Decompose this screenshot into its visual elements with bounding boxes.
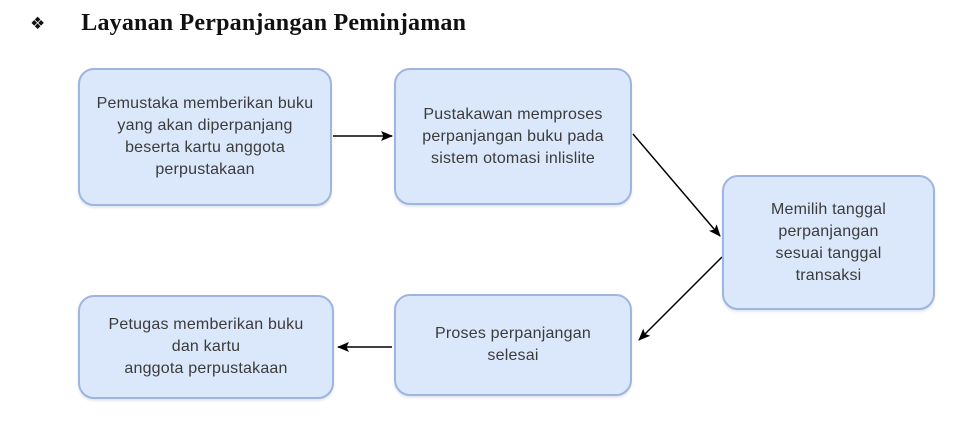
node-text-line: beserta kartu anggota [125, 139, 285, 156]
arrow-step2-to-step3 [632, 133, 721, 237]
flow-node-step-1: Pemustaka memberikan buku yang akan dipe… [78, 68, 332, 206]
node-text-line: Pemustaka memberikan buku [96, 95, 314, 112]
node-text: Memilih tanggal perpanjangan sesuai tang… [724, 199, 933, 287]
diamond-bullet-icon: ❖ [30, 14, 46, 34]
node-text-line: Memilih tanggal [770, 200, 887, 218]
node-text: Pemustaka memberikan buku yang akan dipe… [80, 93, 330, 181]
arrow-step3-to-step4 [638, 256, 723, 341]
flow-node-step-4: Proses perpanjangan selesai [394, 294, 632, 396]
node-text-line: perpanjangan buku pada [422, 127, 604, 145]
node-text: Pustakawan memproses perpanjangan buku p… [396, 104, 630, 170]
node-text-line: yang akan diperpanjang [117, 117, 293, 134]
page-title: Layanan Perpanjangan Peminjaman [81, 10, 467, 36]
node-text-line: dan kartu [171, 338, 241, 355]
node-text-line: sesuai tanggal [775, 244, 882, 262]
flow-node-step-2: Pustakawan memproses perpanjangan buku p… [394, 68, 632, 205]
node-text-line: selesai [487, 347, 539, 364]
node-text-line: anggota perpustakaan [124, 360, 288, 377]
node-text-line: sistem otomasi inlislite [431, 149, 595, 167]
node-text-line: transaksi [795, 266, 862, 284]
node-text: Proses perpanjangan selesai [396, 323, 630, 367]
node-text-line: perpanjangan [778, 222, 879, 240]
flow-node-step-5: Petugas memberikan buku dan kartu anggot… [78, 295, 334, 399]
node-text-line: perpustakaan [155, 161, 255, 178]
node-text-line: Pustakawan memproses [423, 105, 603, 123]
flow-node-step-3: Memilih tanggal perpanjangan sesuai tang… [722, 175, 935, 310]
node-text-line: Petugas memberikan buku [108, 316, 304, 333]
node-text-line: Proses perpanjangan [435, 325, 591, 342]
node-text: Petugas memberikan buku dan kartu anggot… [80, 314, 332, 380]
section-title: ❖ Layanan Perpanjangan Peminjaman [30, 10, 930, 37]
